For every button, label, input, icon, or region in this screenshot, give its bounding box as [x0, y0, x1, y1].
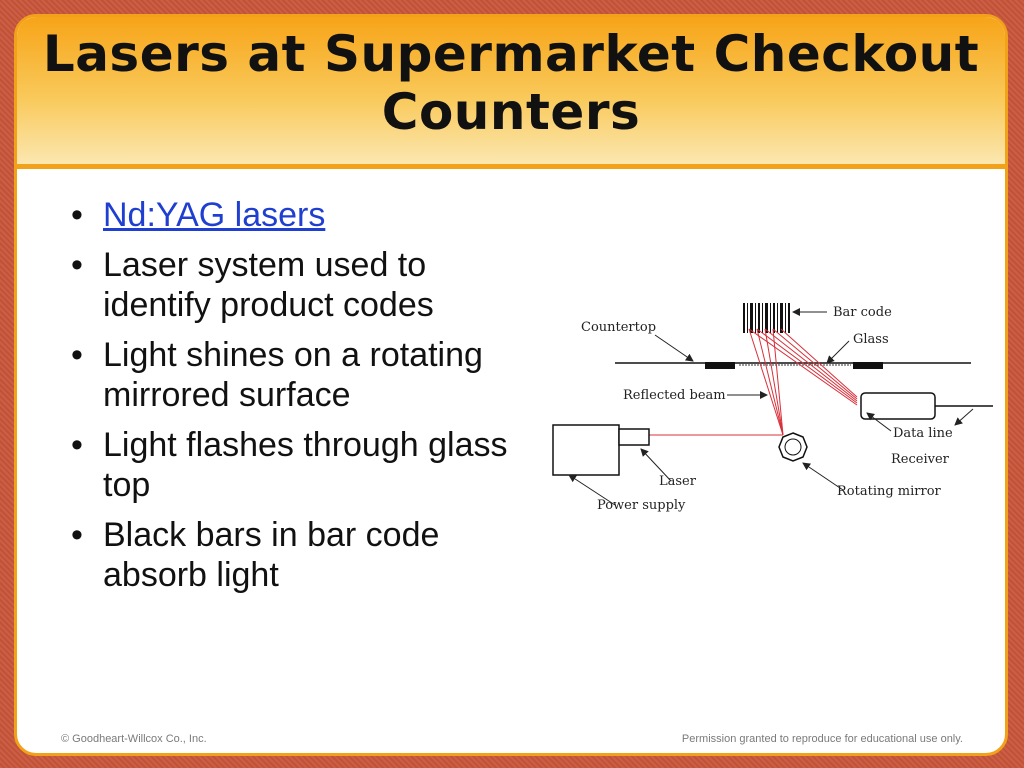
bullet-list: • Nd:YAG lasers • Laser system used to i… [63, 195, 523, 605]
laser-scanner-diagram: Bar code Countertop Glass Reflected beam… [552, 303, 993, 513]
label-countertop: Countertop [581, 320, 656, 335]
bullet-dot: • [71, 196, 83, 234]
label-reflected-beam: Reflected beam [623, 388, 726, 403]
rotating-mirror-graphic [778, 432, 808, 462]
label-receiver: Receiver [891, 452, 950, 467]
bullet-text: Laser system used to identify product co… [103, 246, 434, 324]
bullet-item[interactable]: • Nd:YAG lasers [63, 195, 523, 235]
bullet-item: • Light shines on a rotating mirrored su… [63, 335, 523, 415]
bullet-item: • Laser system used to identify product … [63, 245, 523, 325]
laser-beams [649, 328, 858, 436]
label-laser: Laser [659, 474, 697, 489]
bullet-item: • Light flashes through glass top [63, 425, 523, 505]
footer-permission: Permission granted to reproduce for educ… [681, 733, 963, 745]
bullet-dot: • [71, 516, 83, 554]
countertop-block-right [853, 362, 883, 369]
bar-code-graphic [743, 303, 790, 333]
bullet-item: • Black bars in bar code absorb light [63, 515, 523, 595]
laser-box [618, 428, 650, 446]
bullet-dot: • [71, 336, 83, 374]
title-band: Lasers at Supermarket Checkout Counters [17, 17, 1005, 169]
bullet-dot: • [71, 246, 83, 284]
bullet-text: Black bars in bar code absorb light [103, 516, 440, 594]
bullet-link-nd-yag[interactable]: Nd:YAG lasers [103, 196, 326, 234]
bullet-text: Light shines on a rotating mirrored surf… [103, 336, 483, 414]
receiver-box [860, 392, 936, 420]
label-glass: Glass [853, 332, 889, 347]
bullet-dot: • [71, 426, 83, 464]
slide: Lasers at Supermarket Checkout Counters … [14, 14, 1008, 756]
footer-copyright: © Goodheart-Willcox Co., Inc. [61, 733, 207, 745]
label-rotating-mirror: Rotating mirror [837, 484, 942, 499]
bullet-text: Light flashes through glass top [103, 426, 508, 504]
countertop-block-left [705, 362, 735, 369]
label-bar-code: Bar code [833, 305, 892, 320]
label-power-supply: Power supply [597, 498, 686, 513]
label-data-line: Data line [893, 426, 953, 441]
slide-title: Lasers at Supermarket Checkout Counters [42, 25, 980, 141]
power-supply-box [552, 424, 620, 476]
